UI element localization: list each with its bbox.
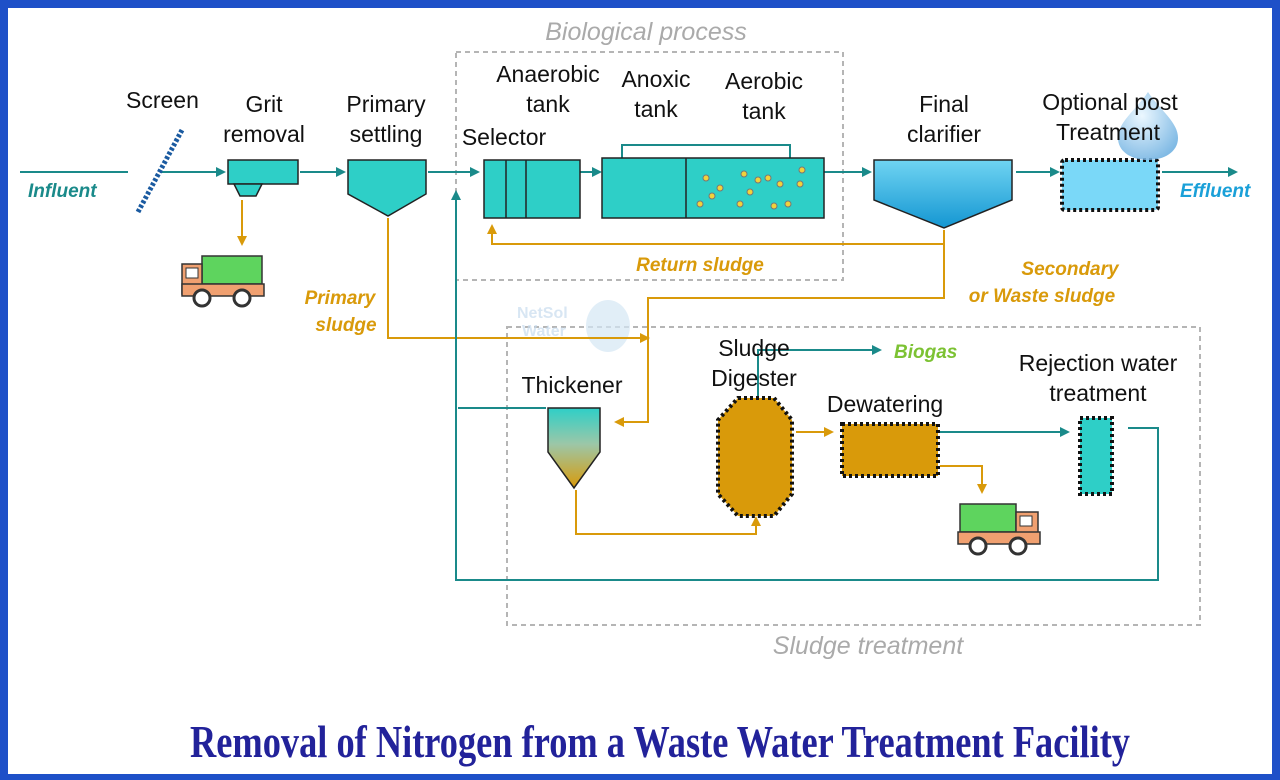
biological-process-box: [455, 51, 844, 281]
flow-waste-sludge: [614, 244, 945, 427]
label-secondary-sludge-1: Secondary: [1021, 259, 1120, 280]
flow-thickener-to-digester: [575, 490, 761, 535]
label-anaerobic-1: Anaerobic: [496, 61, 600, 87]
label-thickener: Thickener: [522, 372, 623, 398]
sludge-treatment-box: [506, 326, 1201, 626]
dewatering-unit: [840, 422, 940, 478]
aeration-bubbles: [696, 166, 806, 210]
label-secondary-sludge-2: or Waste sludge: [969, 286, 1116, 307]
label-primary-settling-2: settling: [350, 121, 423, 147]
label-grit-1: Grit: [245, 91, 283, 117]
flow-return-sludge: [487, 224, 945, 245]
border-bottom: [0, 774, 1280, 780]
flow-dewatering-to-truck: [940, 465, 987, 494]
label-dewatering: Dewatering: [827, 391, 943, 417]
grit-removal-unit: [227, 159, 299, 197]
label-effluent: Effluent: [1180, 181, 1251, 202]
label-sludge-treatment: Sludge treatment: [773, 632, 964, 660]
flow-primary-sludge: [387, 218, 650, 343]
watermark-text-2: Water: [522, 323, 566, 340]
label-selector: Selector: [462, 124, 547, 150]
screen-icon: [135, 128, 185, 214]
truck-icon: [957, 503, 1041, 556]
flow-rejection-return: [451, 190, 1159, 581]
label-influent: Influent: [28, 181, 97, 202]
primary-settling-tank: [347, 159, 427, 217]
label-rejection-2: treatment: [1049, 380, 1147, 406]
label-sludge-digester-2: Digester: [711, 365, 797, 391]
page-title: Removal of Nitrogen from a Waste Water T…: [190, 716, 1130, 767]
water-drop-watermark-icon: [586, 300, 630, 352]
label-screen: Screen: [126, 87, 199, 113]
label-return-sludge: Return sludge: [636, 255, 764, 276]
label-optional-post-2: Treatment: [1056, 119, 1161, 145]
label-primary-sludge-1: Primary: [305, 288, 377, 309]
label-anoxic-2: tank: [634, 96, 678, 122]
rejection-water-treatment-unit: [1078, 416, 1114, 496]
label-biological-process: Biological process: [545, 18, 747, 46]
label-optional-post-1: Optional post: [1042, 89, 1178, 115]
label-final-clarifier-1: Final: [919, 91, 969, 117]
label-aerobic-1: Aerobic: [725, 68, 803, 94]
label-anaerobic-2: tank: [526, 91, 570, 117]
water-drop-logo-icon: [1118, 92, 1178, 160]
border-top: [0, 0, 1280, 8]
label-grit-2: removal: [223, 121, 305, 147]
label-biogas: Biogas: [894, 342, 957, 363]
sludge-digester-tank: [716, 396, 794, 518]
border-left: [0, 0, 8, 780]
border-right: [1272, 0, 1280, 780]
flow-biogas: [757, 345, 882, 396]
final-clarifier-tank: [873, 159, 1013, 229]
label-anoxic-1: Anoxic: [621, 66, 690, 92]
selector-tank: [483, 159, 581, 219]
label-rejection-1: Rejection water: [1019, 350, 1178, 376]
label-final-clarifier-2: clarifier: [907, 121, 981, 147]
label-sludge-digester-1: Sludge: [718, 335, 790, 361]
anoxic-aerobic-tank: [601, 157, 825, 219]
optional-post-treatment-unit: [1060, 158, 1160, 212]
label-aerobic-2: tank: [742, 98, 786, 124]
thickener-tank: [547, 407, 601, 490]
label-primary-settling-1: Primary: [346, 91, 426, 117]
watermark-text-1: NetSol: [517, 305, 568, 322]
truck-icon: [181, 255, 265, 308]
label-primary-sludge-2: sludge: [315, 315, 377, 336]
